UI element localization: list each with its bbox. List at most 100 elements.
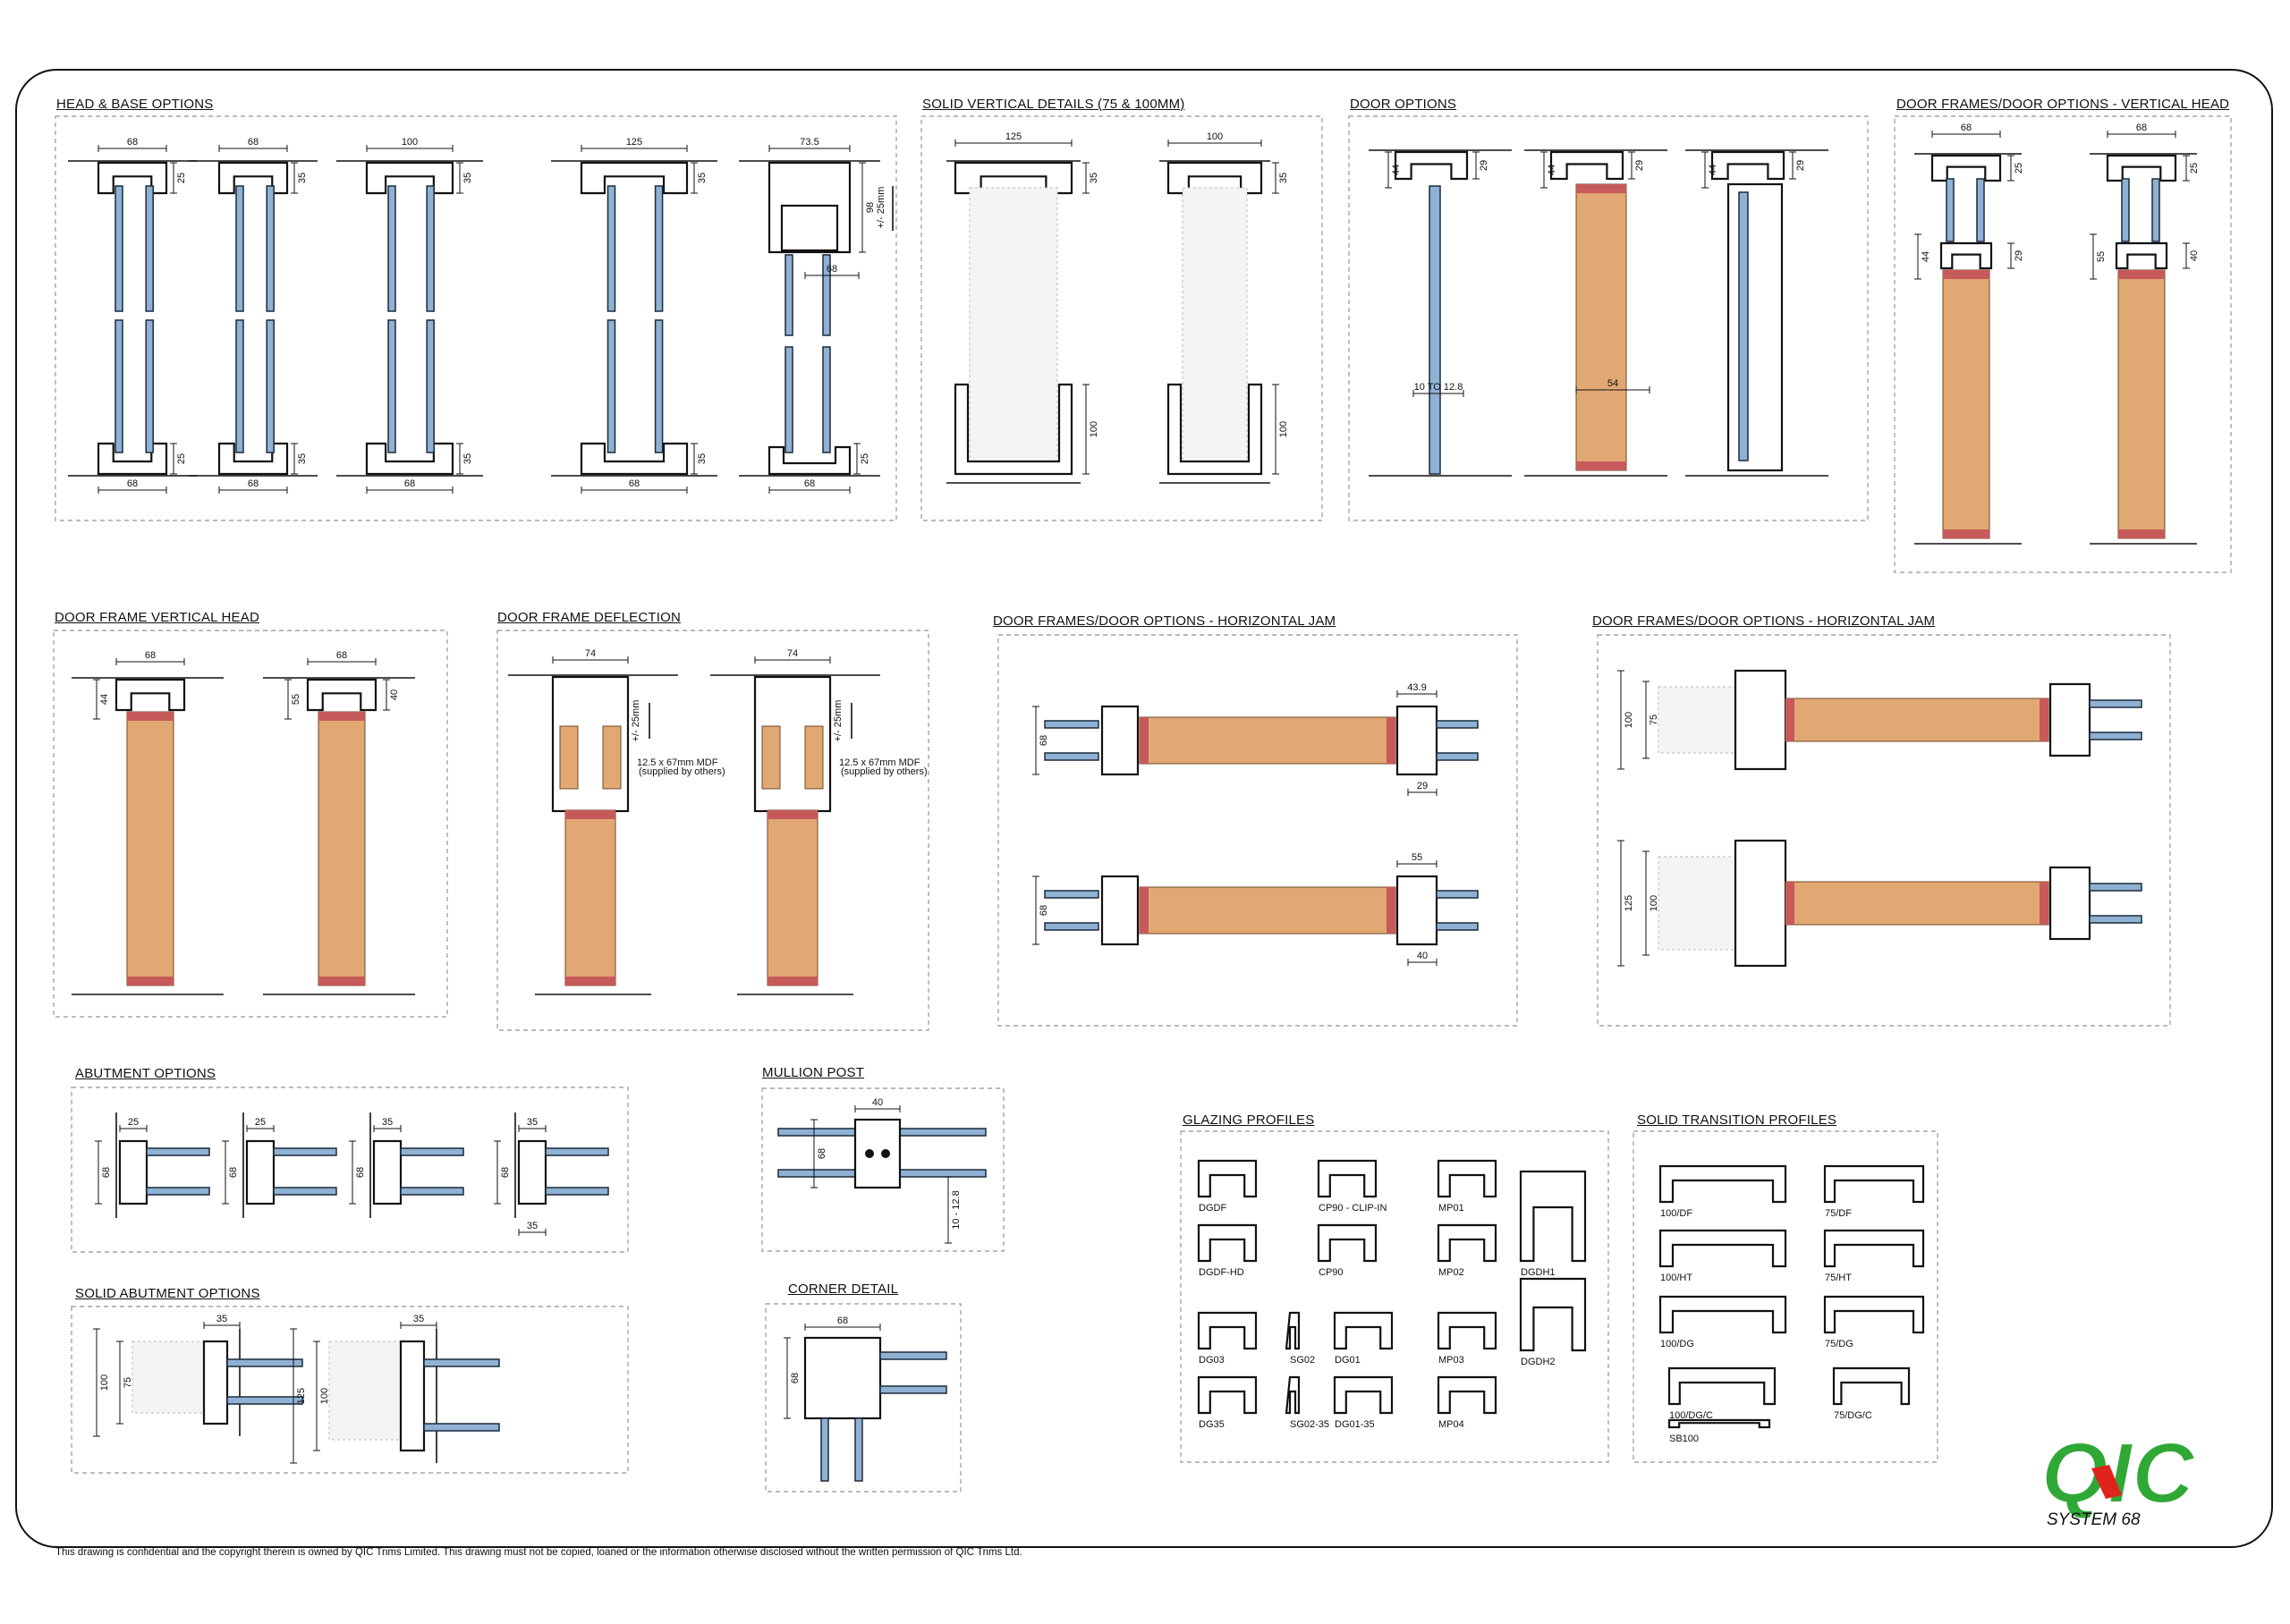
abutment-profile bbox=[118, 1139, 148, 1205]
tolerance-label: +/- 25mm bbox=[876, 187, 886, 229]
door-edge-strip bbox=[1576, 461, 1626, 470]
glass-pane bbox=[2151, 178, 2160, 242]
glazing-profile-label: DG35 bbox=[1199, 1419, 1225, 1430]
glass-pane bbox=[2089, 915, 2142, 924]
horizontal-jam-2-panel bbox=[1597, 634, 2171, 1027]
aluminium-profile bbox=[768, 445, 852, 476]
dimension-label: 68 bbox=[817, 1148, 827, 1159]
glass-pane bbox=[2089, 883, 2142, 892]
glazing-profile-label: MP01 bbox=[1438, 1203, 1464, 1214]
dimension-label: 125 bbox=[626, 137, 642, 148]
glass-pane bbox=[822, 254, 831, 336]
dimension-label: 100 bbox=[1207, 131, 1223, 142]
aluminium-profile bbox=[954, 383, 1073, 476]
glass-pane bbox=[114, 319, 123, 453]
glass-pane bbox=[114, 185, 123, 312]
dimension-label: 68 bbox=[1039, 735, 1049, 746]
door-edge-strip bbox=[1140, 887, 1149, 934]
aluminium-profile bbox=[97, 161, 168, 195]
glass-pane bbox=[2121, 178, 2130, 242]
glass-pane bbox=[273, 1147, 337, 1156]
door-edge-strip bbox=[2118, 270, 2165, 279]
transition-profile-label: 75/DG bbox=[1825, 1339, 1853, 1349]
dimension-label: 73.5 bbox=[800, 137, 818, 148]
door-edge-strip bbox=[1785, 698, 1794, 741]
transition-profile-label: 100/DG/C bbox=[1669, 1410, 1713, 1421]
jamb-profile bbox=[1100, 705, 1140, 776]
glazing-profile-shape bbox=[1333, 1375, 1394, 1415]
glazing-profile-label: MP02 bbox=[1438, 1267, 1464, 1278]
dimension-label: 68 bbox=[1039, 905, 1049, 916]
head-base-units: 68682525686835351006835351256835359868+/… bbox=[68, 137, 894, 494]
dimension-label: 35 bbox=[1278, 173, 1289, 183]
deflection-insert bbox=[780, 204, 839, 252]
glass-pane bbox=[387, 185, 396, 312]
dimension-label: 55 bbox=[2096, 251, 2107, 262]
mullion-panel bbox=[761, 1087, 1005, 1252]
glass-pane bbox=[854, 1417, 863, 1482]
dimension-label: 68 bbox=[127, 137, 138, 148]
mdf-packer bbox=[602, 725, 622, 790]
glass-pane bbox=[2089, 732, 2142, 740]
dimension-label: 98 bbox=[865, 202, 876, 213]
dimension-label: 68 bbox=[837, 1315, 848, 1326]
mdf-packer bbox=[559, 725, 579, 790]
glazing-profile-label: DGDF bbox=[1199, 1203, 1226, 1214]
title-horizontal-jam-2: DOOR FRAMES/DOOR OPTIONS - HORIZONTAL JA… bbox=[1592, 613, 1936, 629]
door-edge-strip bbox=[1943, 270, 1989, 279]
dimension-label: 35 bbox=[297, 453, 308, 464]
glazing-profile-shape bbox=[1197, 1375, 1258, 1415]
aluminium-profile bbox=[1166, 161, 1263, 195]
dimension-label: 35 bbox=[1089, 173, 1099, 183]
title-corner: CORNER DETAIL bbox=[788, 1281, 899, 1297]
timber-door-leaf bbox=[2117, 269, 2166, 539]
glass-pane bbox=[820, 1417, 829, 1482]
transition-profile-shape bbox=[1667, 1418, 1771, 1429]
title-glazing-profiles: GLAZING PROFILES bbox=[1183, 1112, 1315, 1128]
dimension-label: 68 bbox=[827, 264, 837, 275]
solid-infill-panel bbox=[969, 187, 1058, 475]
jamb-profile bbox=[1734, 839, 1787, 968]
title-solid-transition: SOLID TRANSITION PROFILES bbox=[1637, 1112, 1837, 1128]
glass-pane bbox=[1044, 890, 1099, 899]
aluminium-profile bbox=[114, 678, 186, 712]
transition-profile-shape bbox=[1823, 1295, 1925, 1334]
glazing-profile-shape bbox=[1197, 1223, 1258, 1263]
glass-pane bbox=[654, 185, 664, 312]
dimension-label: 125 bbox=[296, 1388, 307, 1404]
glazing-profile-shape bbox=[1437, 1311, 1497, 1350]
dimension-label: 35 bbox=[413, 1314, 424, 1324]
dimension-label: 25 bbox=[2189, 163, 2200, 173]
dimension-label: 25 bbox=[176, 173, 187, 183]
dimension-label: 68 bbox=[101, 1167, 112, 1178]
title-mullion: MULLION POST bbox=[762, 1065, 865, 1080]
aluminium-profile bbox=[97, 442, 168, 476]
glazing-profile-shape bbox=[1519, 1277, 1587, 1352]
glass-pane bbox=[1044, 922, 1099, 931]
glass-pane bbox=[785, 254, 793, 336]
dimension-label: 75 bbox=[1649, 715, 1659, 725]
glass-pane bbox=[654, 319, 664, 453]
transition-profile-label: 100/DF bbox=[1660, 1208, 1692, 1219]
solid-infill-panel bbox=[1658, 856, 1742, 951]
dimension-label: 54 bbox=[1607, 378, 1618, 389]
glass-pane bbox=[606, 185, 616, 312]
dimension-label: 100 bbox=[402, 137, 418, 148]
jamb-profile bbox=[2048, 866, 2091, 941]
dimension-label: 29 bbox=[1479, 160, 1489, 171]
transition-profile-shape bbox=[1832, 1366, 1911, 1406]
copyright-footer: This drawing is confidential and the cop… bbox=[55, 1547, 1022, 1558]
dimension-label: 68 bbox=[1961, 123, 1972, 133]
title-solid-vertical: SOLID VERTICAL DETAILS (75 & 100MM) bbox=[922, 97, 1185, 112]
abutment-panel bbox=[71, 1087, 629, 1253]
door-edge-strip bbox=[127, 977, 174, 985]
glass-pane bbox=[235, 319, 244, 453]
dimension-label: 125 bbox=[1005, 131, 1022, 142]
glass-pane bbox=[1738, 191, 1749, 461]
dimension-label: 25 bbox=[2014, 163, 2024, 173]
dimension-label: 35 bbox=[382, 1117, 393, 1128]
title-solid-abutment: SOLID ABUTMENT OPTIONS bbox=[75, 1286, 260, 1301]
dimension-label: 125 bbox=[1624, 895, 1634, 911]
